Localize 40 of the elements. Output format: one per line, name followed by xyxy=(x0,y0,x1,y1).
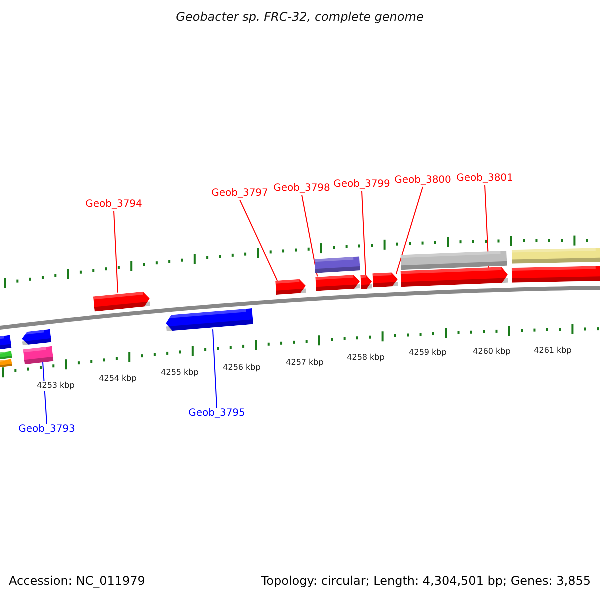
scale-label: 4253 kbp xyxy=(36,381,76,391)
gene-block xyxy=(360,274,372,290)
scale-label: 4259 kbp xyxy=(408,348,448,358)
leader-line xyxy=(396,186,424,275)
gene-block xyxy=(166,308,254,332)
gene-bar xyxy=(314,256,360,274)
gene-bar xyxy=(0,350,12,360)
gene-bar xyxy=(400,250,508,270)
leader-line xyxy=(114,210,118,294)
gene-label: Geob_3799 xyxy=(334,179,390,191)
scale-label: 4254 kbp xyxy=(98,374,138,384)
leader-line xyxy=(212,329,218,408)
gene-label: Geob_3797 xyxy=(212,188,268,200)
gene-block xyxy=(21,328,52,346)
gene-label: Geob_3795 xyxy=(188,408,246,420)
gene-bar xyxy=(512,248,600,264)
genome-summary: Topology: circular; Length: 4,304,501 bp; Genes: 3,855 xyxy=(261,574,591,588)
gene-bar xyxy=(0,334,12,350)
gene-block xyxy=(93,290,151,312)
gene-label: Geob_3800 xyxy=(394,175,452,187)
scale-label: 4257 kbp xyxy=(285,358,325,368)
gene-bar xyxy=(23,346,54,364)
gene-bar xyxy=(512,266,600,282)
gene-label: Geob_3794 xyxy=(86,199,142,211)
gene-label: Geob_3801 xyxy=(456,173,514,185)
scale-label: 4255 kbp xyxy=(160,368,200,378)
leader-line xyxy=(362,190,366,278)
title: Geobacter sp. FRC-32, complete genome xyxy=(176,10,424,24)
accession-text: Accession: NC_011979 xyxy=(9,574,146,588)
gene-block xyxy=(400,266,508,288)
leader-line xyxy=(240,200,278,282)
gene-label: Geob_3798 xyxy=(274,183,330,195)
scale-label: 4261 kbp xyxy=(533,346,573,356)
scale-label: 4260 kbp xyxy=(472,347,512,357)
leader-line xyxy=(302,194,318,278)
scale-label: 4258 kbp xyxy=(346,353,386,363)
scale-label: 4256 kbp xyxy=(222,363,262,373)
gene-bar xyxy=(0,358,12,368)
gene-label: Geob_3793 xyxy=(18,424,76,436)
gene-block xyxy=(276,279,306,295)
